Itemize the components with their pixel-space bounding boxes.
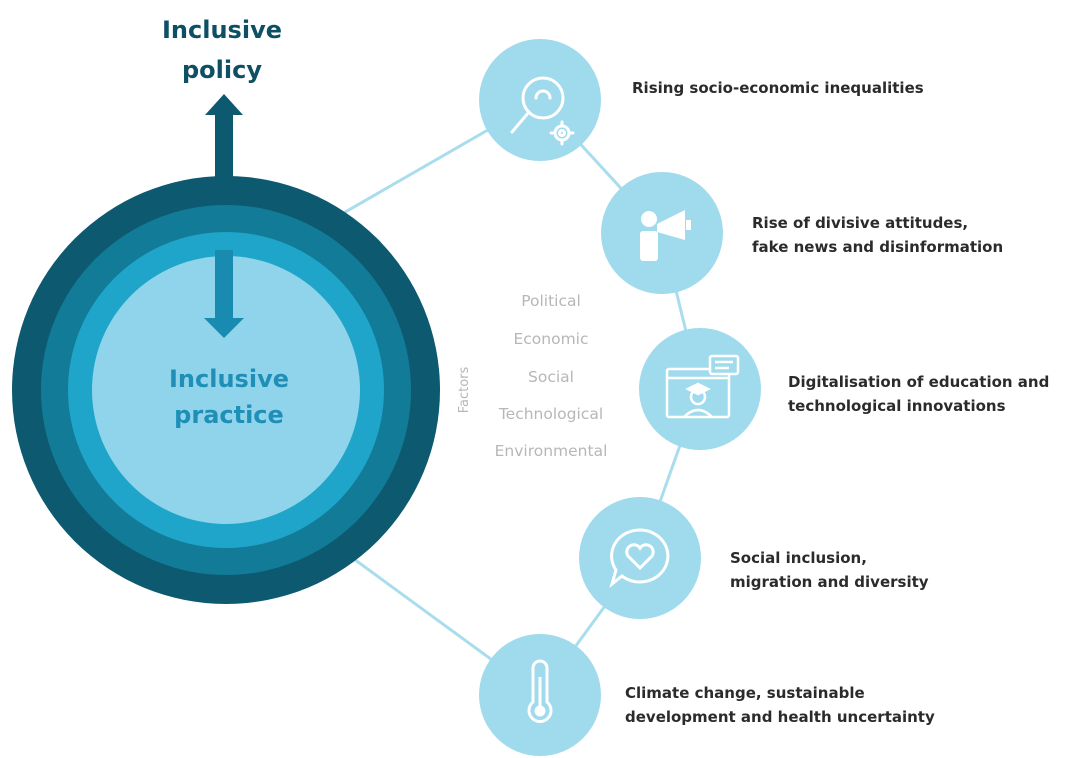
factor-environmental: Environmental bbox=[495, 442, 608, 460]
factor-political: Political bbox=[521, 292, 581, 310]
title-line-2: policy bbox=[182, 56, 262, 84]
trend-label-2-line-2: fake news and disinformation bbox=[752, 238, 1003, 256]
trend-node-inequalities bbox=[479, 39, 601, 161]
online-learning-icon bbox=[665, 354, 740, 419]
trend-label-3-line-2: technological innovations bbox=[788, 397, 1006, 415]
inner-core-circle bbox=[92, 256, 360, 524]
heart-speech-bubble-icon bbox=[609, 528, 670, 589]
arrow-up-icon bbox=[205, 94, 243, 182]
center-line-1: Inclusive bbox=[169, 365, 289, 393]
megaphone-person-icon bbox=[640, 210, 691, 261]
trend-label-3-line-1: Digitalisation of education and bbox=[788, 373, 1049, 391]
factor-social: Social bbox=[528, 368, 574, 386]
trend-label-4-line-1: Social inclusion, bbox=[730, 549, 867, 567]
trend-label-5-line-1: Climate change, sustainable bbox=[625, 684, 865, 702]
trend-label-4-line-2: migration and diversity bbox=[730, 573, 929, 591]
magnifier-gear-icon bbox=[510, 76, 575, 146]
factor-economic: Economic bbox=[513, 330, 588, 348]
factors-heading: Factors bbox=[457, 366, 472, 413]
trend-node-divisive-attitudes bbox=[601, 172, 723, 294]
trend-node-social-inclusion bbox=[579, 497, 701, 619]
title-line-1: Inclusive bbox=[162, 16, 282, 44]
trend-node-climate bbox=[479, 634, 601, 756]
trend-label-5-line-2: development and health uncertainty bbox=[625, 708, 935, 726]
trend-label-1-line-1: Rising socio-economic inequalities bbox=[632, 79, 924, 97]
factor-technological: Technological bbox=[498, 405, 603, 423]
arrow-down-icon bbox=[204, 250, 244, 338]
trend-node-digitalisation bbox=[639, 328, 761, 450]
thermometer-icon bbox=[527, 659, 553, 723]
trend-label-2-line-1: Rise of divisive attitudes, bbox=[752, 214, 968, 232]
center-line-2: practice bbox=[174, 401, 284, 429]
